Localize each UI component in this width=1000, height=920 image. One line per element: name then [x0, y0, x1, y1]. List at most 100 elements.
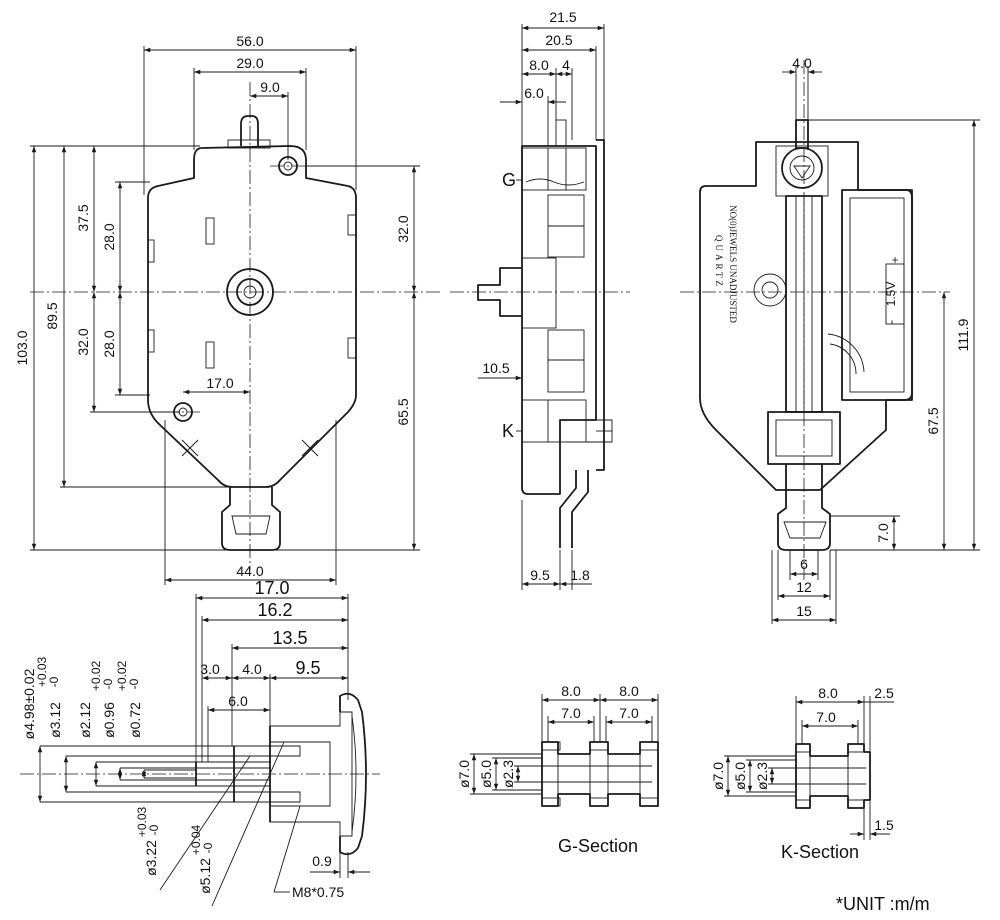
dim-20-5: 20.5 — [545, 32, 572, 48]
k-d50: ø5.0 — [732, 762, 748, 790]
k-section: 8.0 7.0 2.5 1.5 ø7.0 ø5.0 ø2.3 K-Section — [710, 685, 894, 862]
front-slot-4 — [347, 337, 357, 359]
g-i1: 7.0 — [561, 705, 581, 721]
dim-4-0: 4.0 — [242, 661, 262, 677]
k-section-outline — [795, 743, 871, 809]
front-top-bracket — [227, 139, 271, 149]
k-d25: 2.5 — [874, 685, 894, 701]
side-shaft — [477, 267, 522, 317]
front-slot-3 — [347, 214, 357, 236]
dim-4: 4 — [562, 57, 570, 73]
dim-9-5: 9.5 — [530, 567, 550, 583]
k-d23: ø2.3 — [754, 762, 770, 790]
g-w1: 8.0 — [561, 683, 581, 699]
dim-65-5: 65.5 — [395, 398, 411, 425]
dim-103: 103.0 — [14, 330, 30, 365]
front-x-mark-right — [301, 439, 319, 457]
dia-3-12: ø3.12 — [47, 702, 63, 738]
svg-text:-0: -0 — [101, 678, 115, 689]
side-k-gear — [521, 399, 587, 443]
g-section: 8.0 8.0 7.0 7.0 ø7.0 ø5.0 ø2.3 G-Section — [456, 683, 659, 856]
side-lower-block — [547, 329, 585, 393]
g-d70: ø7.0 — [456, 760, 472, 788]
side-center-block — [521, 257, 557, 329]
side-view: 21.5 20.5 8.0 4 6.0 10.5 9.5 1.8 G K — [450, 9, 630, 590]
dia-5-12: ø5.12 — [197, 858, 213, 894]
back-top-stub — [795, 119, 809, 149]
dim-13-5: 13.5 — [272, 628, 307, 648]
label-k: K — [502, 421, 514, 441]
svg-text:+0.02: +0.02 — [115, 660, 129, 691]
dim-21-5: 21.5 — [549, 9, 576, 25]
svg-text:-0: -0 — [201, 842, 215, 853]
svg-text:+0.02: +0.02 — [89, 660, 103, 691]
back-view: 1.5V - + QUARTZ NO(0)JEWELS UNADJUSTED — [680, 55, 980, 624]
back-gear-1 — [753, 273, 787, 307]
shaft-section: 17.0 16.2 13.5 3.0 4.0 9.5 6.0 ø4.98±0.0… — [20, 578, 380, 907]
svg-text:+0.04: +0.04 — [189, 824, 203, 855]
front-slot-1 — [205, 217, 215, 245]
g-section-title: G-Section — [558, 836, 638, 856]
g-w2: 8.0 — [619, 683, 639, 699]
dim-6: 6.0 — [524, 85, 544, 101]
dim-3-0: 3.0 — [200, 661, 220, 677]
dim-37-5: 37.5 — [75, 204, 91, 231]
dim-17: 17.0 — [206, 375, 233, 391]
dim-4-back: 4.0 — [792, 55, 812, 71]
back-top-knob — [781, 147, 823, 189]
side-top-stub — [555, 119, 567, 147]
dim-1-8: 1.8 — [570, 567, 590, 583]
svg-text:+0.03: +0.03 — [35, 656, 49, 687]
back-voltage: 1.5V — [884, 282, 898, 307]
svg-text:+0.03: +0.03 — [135, 806, 149, 837]
front-top-stub — [240, 115, 259, 146]
dia-2-12: ø2.12 — [77, 702, 93, 738]
front-slot-6 — [147, 329, 155, 353]
unit-note: *UNIT :m/m — [836, 894, 930, 914]
front-slot-5 — [147, 239, 155, 263]
svg-text:-: - — [884, 320, 898, 324]
front-body-outline — [147, 145, 357, 488]
back-battery-label-box — [885, 263, 905, 325]
g-i2: 7.0 — [619, 705, 639, 721]
back-quartz-text: QUARTZ — [714, 235, 724, 289]
dim-29: 29.0 — [236, 55, 263, 71]
dia-0-72: ø0.72 — [127, 702, 143, 738]
g-d23: ø2.3 — [500, 760, 516, 788]
dim-17-0: 17.0 — [254, 578, 289, 598]
svg-text:-0: -0 — [127, 678, 141, 689]
dim-28-upper: 28.0 — [101, 223, 117, 250]
side-back-plate — [596, 139, 605, 471]
dim-9-5-shaft: 9.5 — [295, 658, 320, 678]
front-view: 56.0 29.0 9.0 103.0 89.5 37.5 32.0 28.0 … — [14, 33, 440, 585]
back-jewels-text: NO(0)JEWELS UNADJUSTED — [728, 205, 738, 323]
front-slot-2 — [205, 341, 215, 369]
dim-28-lower: 28.0 — [101, 330, 117, 357]
dim-10-5: 10.5 — [482, 360, 509, 376]
dim-44: 44.0 — [236, 563, 263, 579]
k-section-title: K-Section — [781, 842, 859, 862]
dim-15: 15 — [796, 603, 812, 619]
dim-32-right: 32.0 — [395, 215, 411, 242]
dim-12: 12 — [796, 579, 812, 595]
k-w: 8.0 — [818, 685, 838, 701]
k-d15: 1.5 — [874, 817, 894, 833]
dim-9: 9.0 — [260, 79, 280, 95]
svg-text:+: + — [888, 256, 902, 263]
dim-67-5: 67.5 — [925, 407, 941, 434]
thread-m8: M8*0.75 — [292, 884, 344, 900]
back-gear-2 — [827, 333, 865, 373]
dim-56: 56.0 — [236, 33, 263, 49]
label-g: G — [502, 170, 516, 190]
g-section-outline — [541, 741, 659, 807]
dim-7-back: 7.0 — [875, 523, 891, 543]
dia-4-98: ø4.98±0.02 — [21, 668, 37, 739]
front-x-mark-left — [181, 439, 199, 457]
dim-8: 8.0 — [529, 57, 549, 73]
dim-6-back: 6 — [800, 556, 808, 572]
shaft-flange — [339, 692, 367, 856]
k-d70: ø7.0 — [710, 762, 726, 790]
svg-text:-0: -0 — [147, 824, 161, 835]
dim-89-5: 89.5 — [44, 302, 60, 329]
